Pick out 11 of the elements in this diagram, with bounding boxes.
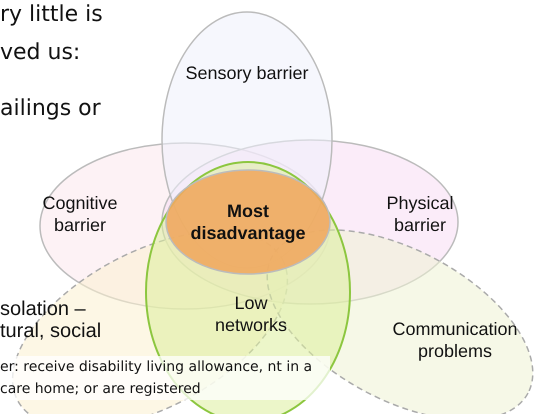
set-label: Sensory barrier [185,62,309,84]
slide-text: ry little is [0,2,103,27]
set-label: Cognitive barrier [41,192,119,236]
slide-text: ailings or [0,96,101,121]
set-label: Low networks [214,292,288,336]
set-label: Communication problems [391,318,519,362]
overlay-note: er: receive disability living allowance, nt in a care home; or are registered [0,356,330,400]
set-label: Physical barrier [385,192,455,236]
set-label: solation – tural, social [0,298,102,342]
slide-text: ved us: [0,40,80,65]
set-label: Most disadvantage [189,200,307,244]
